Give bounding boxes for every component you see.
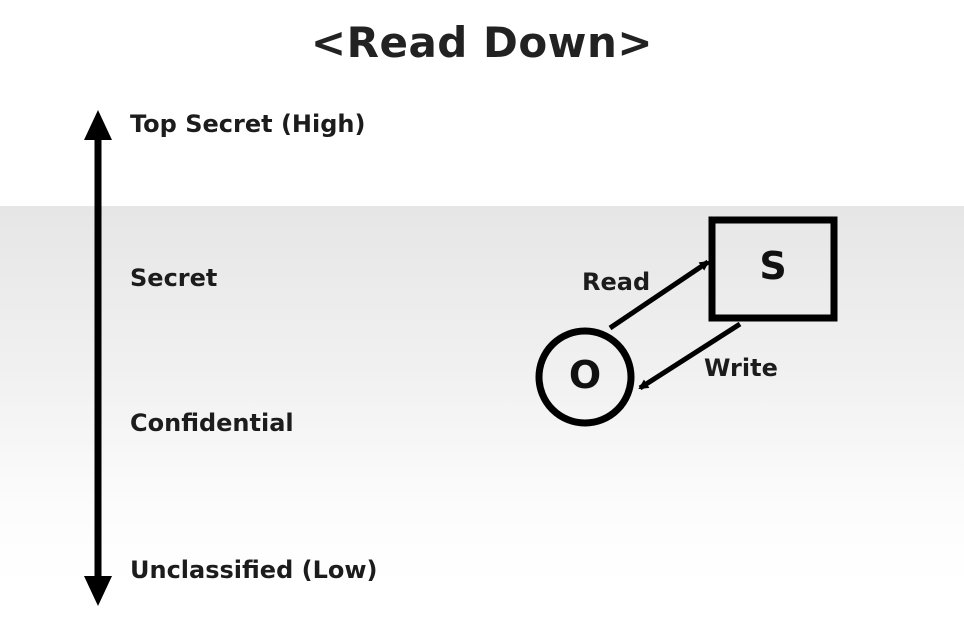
page-title: <Read Down> (310, 18, 654, 67)
subject-label: S (759, 244, 787, 288)
read-arrow (608, 259, 710, 331)
write-arrow (638, 321, 742, 391)
level-unclassified: Unclassified (Low) (130, 556, 378, 584)
axis-arrow-down (84, 576, 112, 606)
level-confidential: Confidential (130, 409, 294, 437)
object-label: O (568, 353, 602, 397)
level-secret: Secret (130, 264, 218, 292)
object-circle (535, 327, 635, 427)
level-top-secret: Top Secret (High) (130, 110, 366, 138)
read-label: Read (582, 268, 651, 296)
subject-box (708, 216, 838, 322)
background-band (0, 206, 964, 586)
write-label: Write (704, 354, 778, 382)
axis-arrow-up (84, 110, 112, 140)
